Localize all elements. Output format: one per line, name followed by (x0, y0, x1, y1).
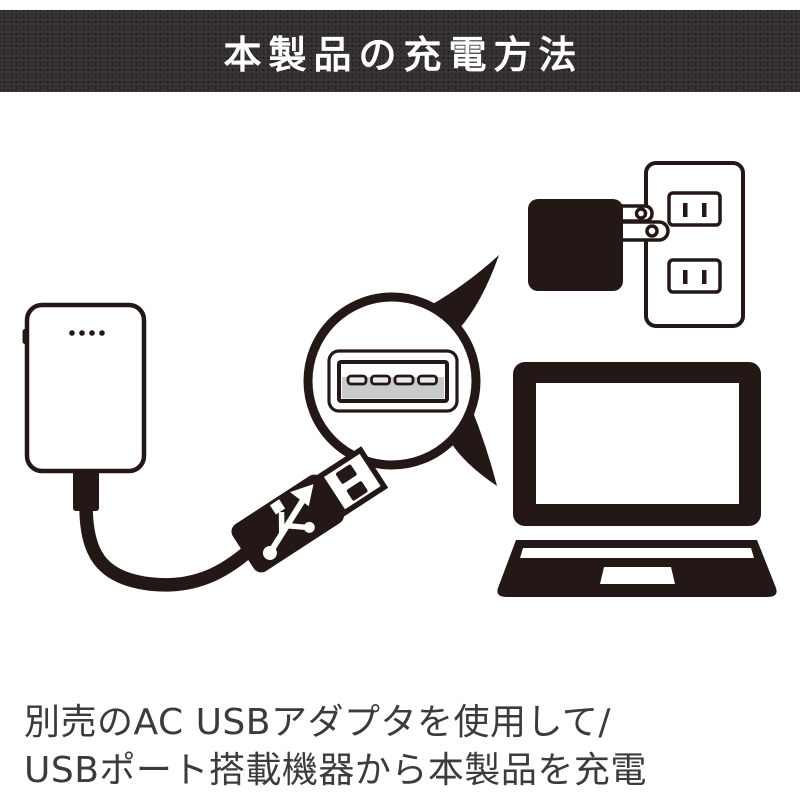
callout-spike-top (431, 255, 499, 329)
laptop-touchpad (600, 567, 675, 584)
usb-a-connector-icon (231, 446, 389, 573)
usb-trident-icon (262, 484, 315, 560)
page-title: 本製品の充電方法 (223, 32, 584, 77)
laptop-screen (536, 383, 739, 504)
caption-line-1: 別売のAC USBアダプタを使用して/ (24, 702, 612, 743)
usb-a-port-icon (327, 349, 459, 413)
laptop-keyboard (520, 548, 754, 558)
header-bar: 本製品の充電方法 (0, 10, 800, 92)
wall-outlet-icon (644, 161, 745, 328)
usb-connector-tip (316, 446, 389, 517)
power-bank-icon (22, 302, 147, 474)
ac-usb-adapter-icon (528, 199, 623, 291)
caption-line-2: USBポート搭載機器から本製品を充電 (24, 750, 647, 791)
laptop-icon (497, 362, 777, 597)
outlet-socket-bottom-icon (667, 258, 722, 294)
usb-cable-icon (73, 469, 259, 592)
outlet-socket-top-icon (667, 191, 722, 227)
caption: 別売のAC USBアダプタを使用して/ USBポート搭載機器から本製品を充電 (24, 699, 784, 795)
power-bank-led-dots-icon (69, 330, 105, 336)
